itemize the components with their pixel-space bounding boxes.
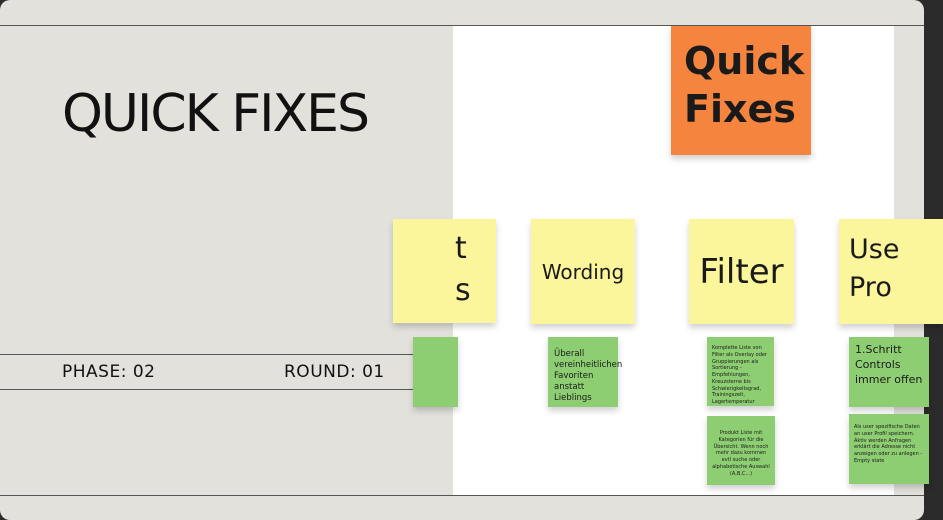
user-note-line2: Pro	[849, 272, 892, 303]
header-note-line2: Fixes	[684, 86, 796, 131]
user-detail-note-1: 1.Schritt Controls immer offen	[849, 337, 929, 407]
header-note-line1: Quick	[684, 39, 805, 83]
whiteboard-photo: Quick Fixes t s Wording Überall vereinhe…	[393, 26, 943, 495]
filter-detail-note-1: Komplette Liste von Filter als Overlay o…	[707, 337, 774, 406]
filter-detail-2-text: Produkt Liste mit Kategorien für die Übe…	[712, 430, 770, 477]
user-note-line1: Use	[849, 234, 900, 265]
wording-detail-text: Überall vereinheitlichen Favoriten ansta…	[554, 349, 623, 404]
user-detail-1-text: 1.Schritt Controls immer offen	[855, 343, 923, 386]
user-detail-note-2: Als user spezifische Daten an user Profi…	[849, 414, 929, 484]
user-detail-2-text: Als user spezifische Daten an user Profi…	[854, 424, 923, 464]
round-label: ROUND: 01	[284, 362, 385, 382]
filter-detail-note-2: Produkt Liste mit Kategorien für die Übe…	[707, 416, 775, 485]
filter-note-label: Filter	[699, 251, 784, 292]
header-sticky-note: Quick Fixes	[671, 26, 811, 155]
filter-detail-1-text: Komplette Liste von Filter als Overlay o…	[712, 345, 768, 405]
wording-sticky-note: Wording	[531, 219, 635, 324]
divider-top	[0, 25, 924, 26]
user-profile-sticky-note: Use Pro	[839, 219, 943, 324]
wording-note-label: Wording	[541, 259, 625, 284]
clipped-note-line2: s	[455, 273, 471, 308]
filter-sticky-note: Filter	[689, 219, 794, 324]
clipped-note-line1: t	[455, 231, 467, 266]
divider-bottom	[0, 495, 924, 496]
slide-title: QUICK FIXES	[62, 84, 370, 144]
phase-label: PHASE: 02	[62, 362, 156, 382]
clipped-green-note	[413, 337, 458, 407]
wording-detail-note: Überall vereinheitlichen Favoriten ansta…	[548, 337, 622, 407]
clipped-sticky-note: t s	[393, 219, 496, 323]
